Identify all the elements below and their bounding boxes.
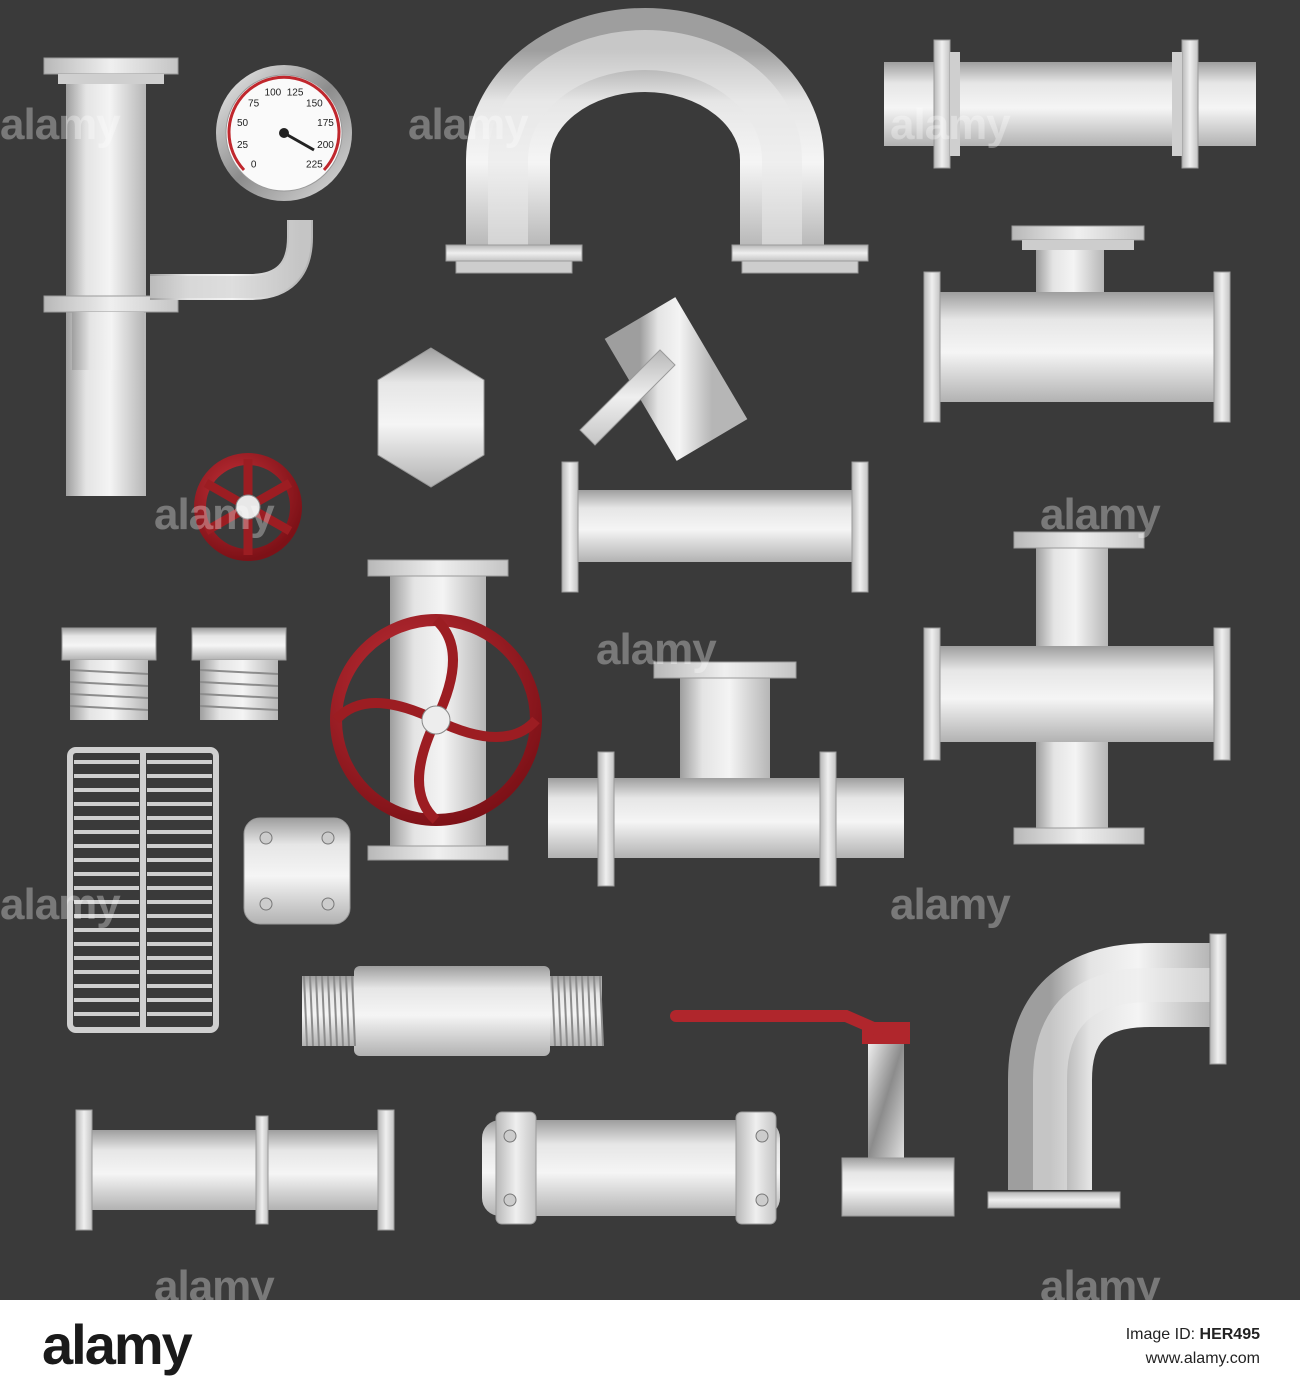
gauge-tick-label: 125 <box>287 88 304 99</box>
watermark: alamy <box>1040 1262 1161 1300</box>
hex-plug-icon <box>191 627 287 720</box>
cross-fitting-icon <box>923 531 1231 845</box>
thread-line <box>551 975 556 1047</box>
watermark: alamy <box>154 490 275 539</box>
wye-fitting-icon <box>561 297 869 593</box>
watermark: alamy <box>408 100 529 149</box>
watermark: alamy <box>0 880 121 929</box>
watermark: alamy <box>0 100 121 149</box>
thread-line <box>339 975 344 1047</box>
gauge-tick-label: 0 <box>251 159 257 170</box>
thread-line <box>593 975 598 1047</box>
gate-valve-icon <box>330 559 542 861</box>
gauge-tick-label: 175 <box>317 118 334 129</box>
watermark: alamy <box>596 625 717 674</box>
thread-line <box>587 975 592 1047</box>
grate-icon <box>67 747 219 1033</box>
tee-fitting-icon <box>923 225 1231 423</box>
footer-logo: alamy <box>42 1313 193 1376</box>
elbow-90-icon <box>987 933 1227 1209</box>
watermark: alamy <box>1040 490 1161 539</box>
watermark: alamy <box>890 100 1011 149</box>
gauge-tick-label: 50 <box>237 118 249 129</box>
gauge-tick-label: 75 <box>248 99 260 110</box>
image-id-line: Image ID: HER495 <box>1126 1326 1260 1344</box>
flanged-pipe-icon <box>75 1109 395 1231</box>
thread-line <box>351 975 356 1047</box>
thread-line <box>563 975 568 1047</box>
threaded-nipple-icon <box>61 627 157 720</box>
watermark: alamy <box>890 880 1011 929</box>
tee-fitting-center-icon <box>548 661 904 887</box>
straight-pipe-flanged-icon <box>884 39 1256 169</box>
thread-line <box>557 975 562 1047</box>
thread-line <box>345 975 350 1047</box>
stock-footer: alamy Image ID: HER495 www.alamy.com <box>0 1300 1300 1390</box>
u-bend-icon <box>445 8 869 274</box>
bolted-pipe-icon <box>482 1111 780 1225</box>
gauge-tick-label: 100 <box>265 88 282 99</box>
blind-plate-icon <box>243 817 351 925</box>
hex-cap-icon <box>377 347 485 488</box>
ball-valve-icon <box>670 1010 955 1217</box>
thread-line <box>569 975 574 1047</box>
thread-line <box>599 975 604 1047</box>
thread-line <box>309 975 314 1047</box>
gauge-tick-label: 225 <box>306 159 323 170</box>
footer-url[interactable]: www.alamy.com <box>1145 1350 1260 1367</box>
thread-line <box>321 975 326 1047</box>
thread-line <box>581 975 586 1047</box>
thread-line <box>303 975 308 1047</box>
threaded-pipe-icon <box>302 966 604 1056</box>
image-id-label: Image ID: <box>1125 1326 1196 1343</box>
gauge-tick-label: 25 <box>237 140 249 151</box>
thread-line <box>315 975 320 1047</box>
thread-line <box>327 975 332 1047</box>
thread-line <box>333 975 338 1047</box>
thread-line <box>575 975 580 1047</box>
gauge-tick-label: 150 <box>306 99 323 110</box>
watermark: alamy <box>154 1262 275 1300</box>
pipe-with-gauge-icon <box>43 57 313 496</box>
gauge-tick-label: 200 <box>317 140 334 151</box>
image-id: HER495 <box>1199 1326 1260 1343</box>
handwheel-icon <box>194 453 302 561</box>
